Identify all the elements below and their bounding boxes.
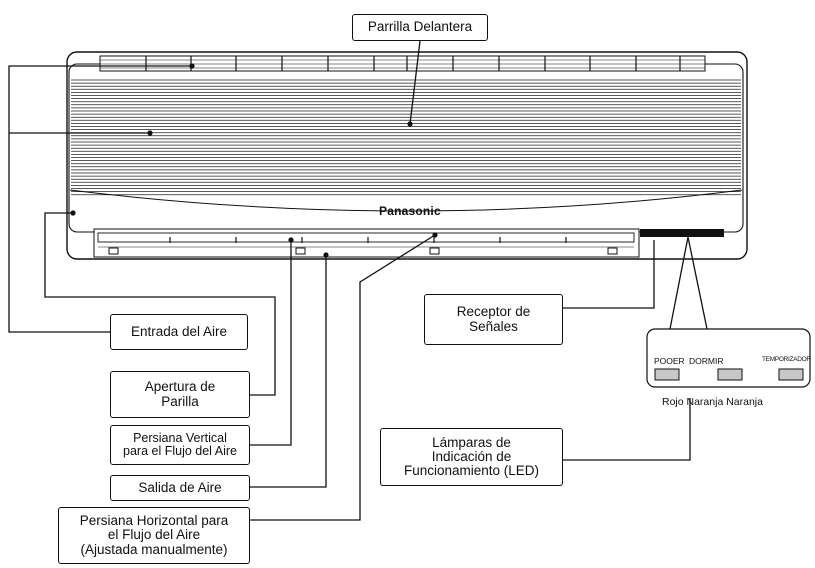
power-led: [654, 368, 680, 381]
timer-led: [778, 368, 804, 381]
label-grille-opening: Apertura de Parilla: [110, 371, 250, 418]
label-air-intake: Entrada del Aire: [110, 314, 248, 350]
led-sleep-label: DORMIR: [689, 356, 724, 366]
front-grille-lines: [71, 79, 741, 196]
led-power-label: POOER: [654, 356, 685, 366]
grille-curve: [69, 189, 743, 212]
label-air-outlet: Salida de Aire: [110, 475, 250, 501]
label-indicator-lamps: Lámparas de Indicación de Funcionamiento…: [380, 428, 563, 486]
label-horizontal-louver: Persiana Horizontal para el Flujo del Ai…: [58, 507, 250, 564]
leader-dots: [70, 63, 438, 258]
horizontal-louver: [97, 232, 635, 243]
leader-lines: [8, 40, 708, 521]
louver-hinges: [108, 247, 618, 255]
receiver-window: [640, 229, 724, 237]
led-colors-note: Rojo Naranja Naranja: [662, 396, 763, 408]
led-timer-label: TEMPORIZADOR: [762, 356, 811, 363]
label-front-grille: Parrilla Delantera: [352, 14, 488, 41]
label-vertical-louver: Persiana Vertical para el Flujo del Aire: [110, 425, 250, 465]
brand-logo: Panasonic: [379, 204, 441, 218]
sleep-led: [717, 368, 743, 381]
vertical-louver-marks: [169, 237, 567, 243]
label-signal-receiver: Receptor de Señales: [424, 294, 563, 345]
led-panel-detail: [646, 328, 811, 388]
top-intake-grille: [99, 55, 706, 72]
